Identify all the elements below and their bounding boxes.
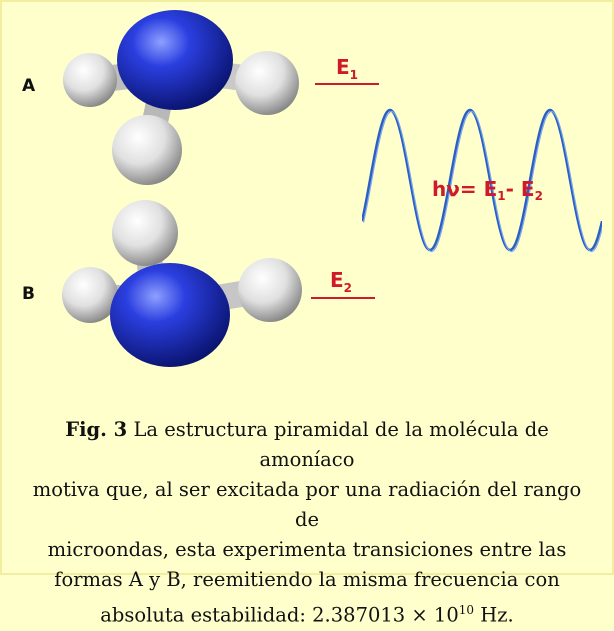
wave-formula-minus: - E: [506, 177, 535, 201]
microwave-wave-icon: hν= E1- E2: [362, 108, 602, 253]
svg-text:hν= E1- E2: hν= E1- E2: [432, 177, 543, 203]
energy-level-e2: E2: [330, 268, 353, 295]
wave-formula-hv: hν: [432, 177, 460, 201]
caption-line-4: formas A y B, reemitiendo la misma frecu…: [54, 568, 560, 591]
caption-exponent: 10: [458, 603, 475, 617]
form-b-label: B: [22, 284, 35, 304]
figure-number: Fig. 3: [65, 418, 128, 441]
form-a-label: A: [22, 76, 36, 96]
caption-line-5: absoluta estabilidad: 2.387013 × 10: [100, 603, 459, 627]
wave-formula-sub2: 2: [535, 189, 543, 203]
figure-caption: Fig. 3 La estructura piramidal de la mol…: [20, 415, 594, 631]
wave-formula-sub1: 1: [497, 189, 505, 203]
caption-line-3: microondas, esta experimenta transicione…: [47, 538, 567, 561]
wave-formula-eq: = E: [460, 177, 497, 201]
caption-line-1: La estructura piramidal de la molécula d…: [127, 418, 549, 471]
energy-level-e1-line: [315, 83, 379, 85]
energy-level-e1: E1: [336, 55, 359, 82]
caption-line-2: motiva que, al ser excitada por una radi…: [32, 478, 582, 531]
ammonia-molecule-a-icon: [63, 10, 299, 185]
energy-level-e2-line: [311, 297, 375, 299]
caption-line-5-end: Hz.: [474, 603, 514, 627]
ammonia-molecule-b-icon: [62, 200, 302, 367]
